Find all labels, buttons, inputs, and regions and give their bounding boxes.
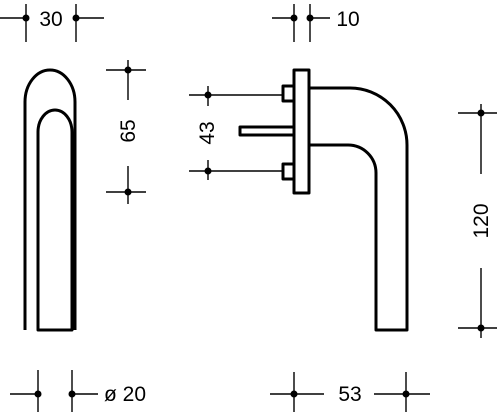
dimension-height	[458, 104, 497, 338]
dim-label-rose-thickness: 10	[336, 8, 359, 31]
dim-label-projection: 53	[338, 383, 361, 406]
handle-side-view	[238, 68, 409, 332]
spindle	[238, 125, 296, 137]
handle-front-grip	[36, 108, 74, 332]
dim-label-front-width: 30	[39, 8, 62, 31]
dimension-rose-thickness	[272, 4, 330, 42]
handle-front-outline	[23, 68, 77, 330]
dim-label-height: 120	[470, 203, 493, 238]
rose-plate	[292, 68, 311, 195]
dimension-projection	[270, 372, 430, 412]
handle-front-view	[23, 68, 77, 332]
dimension-diameter	[10, 370, 98, 412]
dimension-spindle-spacing-outer	[106, 60, 146, 204]
dim-label-spindle-spacing-outer: 65	[117, 119, 140, 142]
screw-bottom	[281, 162, 296, 181]
dimension-front-width	[0, 4, 104, 42]
screw-top	[281, 84, 296, 103]
dim-label-screw-spacing: 43	[196, 121, 219, 144]
dimension-screw-spacing	[189, 86, 284, 180]
dim-label-diameter: ø 20	[104, 383, 146, 406]
handle-side-outline	[309, 86, 409, 332]
